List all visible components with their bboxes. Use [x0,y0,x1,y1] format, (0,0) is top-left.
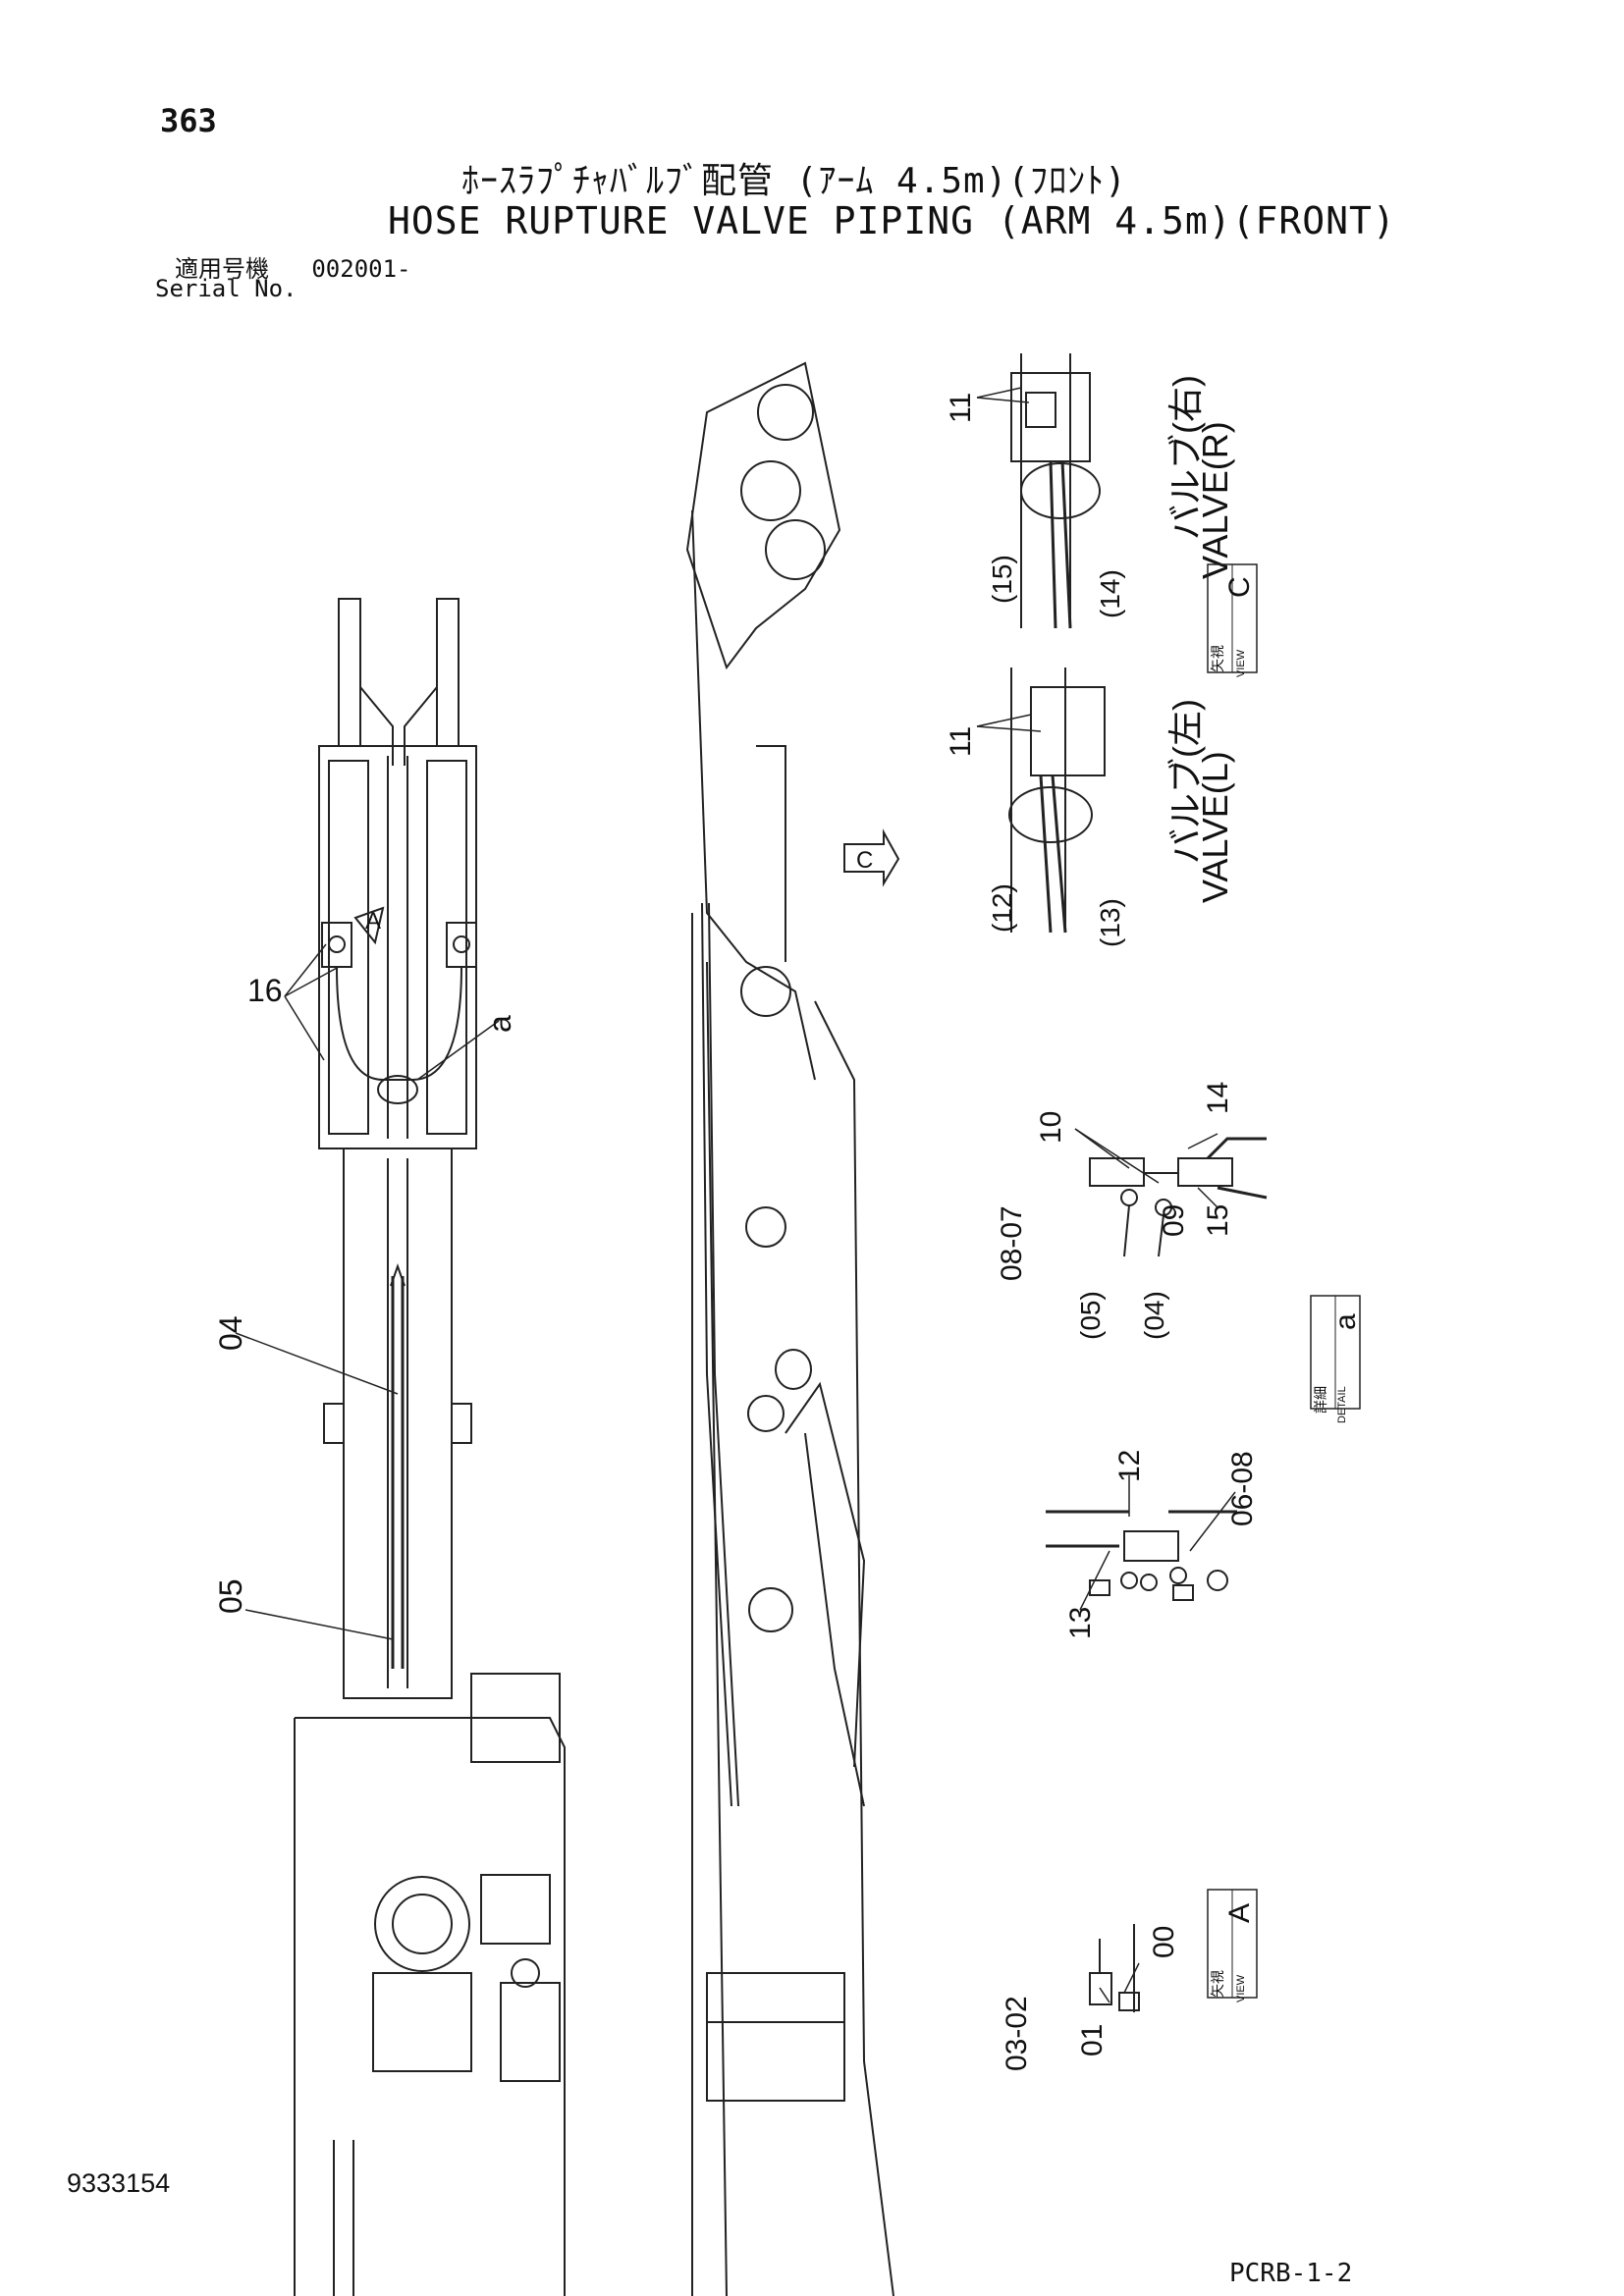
page-number: 363 [160,102,217,139]
callout-12: 12 [1113,1450,1146,1482]
detail-a-letter: a [1329,1313,1362,1330]
view-c-box: 矢視 VIEW C [1207,563,1258,677]
callout-16: 16 [247,973,283,1008]
callout-A: A [365,908,381,934]
valve-l-jp: バルブ(左) [1165,699,1206,864]
callout-11-mid: 11 [945,726,977,757]
valve-l-en: VALVE(L) [1195,751,1235,903]
serial-value: 002001- [311,255,411,283]
callout-04: 04 [213,1315,248,1351]
callout-05-paren: (05) [1075,1291,1106,1340]
detail-a-box: 詳細 DETAIL a [1310,1295,1362,1423]
callout-09: 09 [1158,1204,1190,1237]
callout-labels: 16 a 04 05 A C 11 (15) (14) 11 (12) (13)… [213,393,1259,2071]
view-c-en: VIEW [1235,649,1247,677]
callout-15-paren: (15) [987,555,1017,604]
callout-13: 13 [1064,1607,1097,1639]
valve-r-view [1010,353,1101,629]
arm-top-view [294,598,566,2296]
callout-01: 01 [1076,2024,1109,2056]
serial-label-en: Serial No. [155,275,298,302]
view-a-box: 矢視 VIEW A [1207,1889,1258,2002]
callout-03-02: 03-02 [1001,1996,1033,2071]
view-c-arrow [843,828,900,887]
serial-line: 適用号機 002001- [175,249,411,284]
view-a-detail [1089,1924,1140,2012]
view-a-en: VIEW [1235,1974,1247,2002]
serial-label-jp: 適用号機 [175,255,269,283]
title-english: HOSE RUPTURE VALVE PIPING (ARM 4.5m)(FRO… [388,199,1396,242]
valve-r-jp: バルブ(右) [1165,375,1206,540]
callout-15: 15 [1202,1204,1234,1237]
callout-10: 10 [1035,1111,1067,1144]
arm-side-view [685,361,894,2296]
detail-a-jp: 詳細 [1313,1386,1328,1414]
detail-12-13-view [1046,1510,1237,1601]
view-c-letter: C [1223,576,1256,598]
callout-13-paren: (13) [1095,898,1125,947]
callout-08-07: 08-07 [996,1205,1028,1281]
valve-l-view [1008,667,1106,934]
page-code: PCRB-1-2 [1229,2259,1353,2288]
callout-a: a [482,1015,517,1033]
callout-C: C [856,847,873,874]
detail-a-en: DETAIL [1336,1386,1348,1423]
valve-r-en: VALVE(R) [1195,421,1235,579]
callout-04-paren: (04) [1139,1291,1169,1340]
document-id: 9333154 [67,2168,171,2198]
view-c-jp: 矢視 [1210,645,1225,672]
title-japanese: ﾎｰｽﾗﾌﾟﾁｬﾊﾞﾙﾌﾞ配管 (ｱｰﾑ 4.5m)(ﾌﾛﾝﾄ) [461,161,1127,201]
callout-11-top: 11 [945,393,977,423]
view-a-letter: A [1223,1903,1256,1923]
valve-captions: バルブ(右) VALVE(R) バルブ(左) VALVE(L) [1165,375,1235,903]
callout-06-08: 06-08 [1226,1451,1259,1526]
callout-12-paren: (12) [987,883,1017,933]
callout-14: 14 [1202,1082,1234,1114]
callout-00: 00 [1148,1926,1180,1958]
view-a-arrow [353,906,385,945]
callout-05: 05 [213,1578,248,1614]
view-a-jp: 矢視 [1210,1970,1225,1998]
callout-14-paren: (14) [1095,569,1125,618]
leader-lines [235,387,1236,2003]
